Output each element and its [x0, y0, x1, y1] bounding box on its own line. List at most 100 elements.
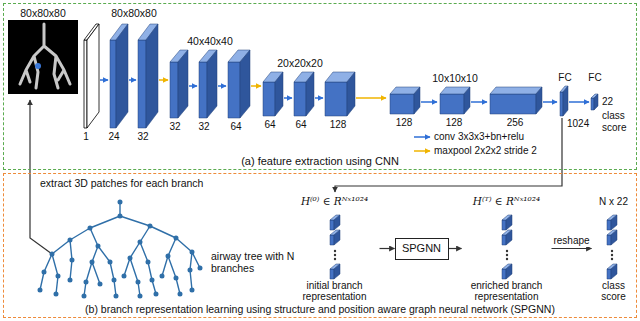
conv-block: [263, 82, 275, 116]
conv-block: [146, 24, 158, 128]
node-label: enriched branch representation: [462, 280, 552, 302]
vector-stack: [506, 250, 508, 252]
channel-number: 256: [507, 117, 524, 129]
connector-arrow: [380, 248, 395, 249]
conv-arrow: [471, 101, 487, 103]
fc-layer: [560, 92, 563, 116]
channel-number: 32: [169, 121, 180, 133]
process-box: SPGNN: [395, 238, 449, 260]
conv-arrow: [100, 79, 108, 81]
airway-tree: [40, 202, 200, 296]
conv-block: [306, 72, 314, 116]
channel-number: 32: [137, 131, 148, 143]
panel-caption: (a) feature extraction using CNN: [241, 155, 399, 169]
vector-stack: [334, 254, 336, 256]
conv-block: [390, 94, 414, 114]
legend-arrow: [414, 150, 430, 152]
conv-arrow: [569, 101, 589, 103]
tree-label: airway tree with N branches: [211, 250, 295, 274]
size-label: 80x80x80: [20, 7, 66, 19]
ct-patch-image: [35, 63, 41, 69]
conv-block: [178, 50, 188, 118]
fc-layer: [563, 86, 568, 116]
conv-arrow: [129, 79, 136, 81]
input-slab: [84, 24, 99, 128]
conv-block: [110, 24, 542, 128]
ct-patch-image: [20, 24, 70, 88]
conv-block: [414, 87, 420, 114]
dimension-label: 22: [602, 96, 613, 108]
conv-block: [536, 87, 542, 114]
vector-stack: [502, 264, 512, 279]
conv-block: [347, 72, 355, 116]
vector-stack: [330, 215, 617, 279]
channel-number: 32: [198, 121, 209, 133]
output-label: class score: [602, 110, 636, 133]
fc-layer: [560, 86, 598, 116]
conv-block: [490, 87, 542, 94]
node-label: initial branch representation: [290, 280, 380, 302]
conv-arrow: [218, 85, 226, 87]
conv-block: [294, 82, 306, 116]
cnn-panel: (a) feature extraction using CNN: [3, 3, 637, 170]
size-label: 80x80x80: [111, 7, 157, 19]
vector-stack: [330, 230, 340, 245]
gnn-panel: (b) branch representation learning using…: [3, 173, 637, 318]
conv-block: [440, 94, 464, 114]
ct-patch-image: [8, 20, 78, 94]
class-stack: N x 22 class score: [592, 196, 636, 302]
step-note: extract 3D patches for each branch: [40, 177, 203, 189]
panel-caption: (b) branch representation learning using…: [85, 304, 555, 317]
conv-block: [116, 24, 128, 128]
conv-block: [207, 50, 217, 118]
layer-name: FC: [558, 72, 571, 84]
conv-block: [228, 62, 240, 118]
maxpool-arrow: [159, 79, 168, 81]
conv-arrow: [189, 85, 197, 87]
input-slab: [87, 24, 99, 128]
formula: H⁽ᵀ⁾ ∈ Rᴺˣ¹⁰²⁴: [473, 196, 540, 208]
dimension-label: 1024: [567, 118, 589, 130]
connector-arrow: [552, 248, 592, 249]
legend-arrow: [414, 136, 430, 138]
vector-stack: [607, 215, 617, 230]
fc-layer: [591, 98, 594, 110]
size-label: 20x20x20: [277, 57, 323, 69]
conv-block: [138, 40, 146, 128]
maxpool-arrow: [356, 97, 386, 99]
vector-stack: [611, 250, 613, 252]
input-slab: [84, 40, 87, 128]
conv-block: [240, 50, 250, 118]
conv-arrow: [543, 101, 557, 103]
node-label: SPGNN: [402, 242, 441, 254]
vector-stack: [330, 264, 340, 279]
vector-stack: [607, 264, 617, 279]
layer-name: FC: [588, 72, 601, 84]
legend-text: maxpool 2x2x2 stride 2: [434, 145, 537, 157]
vector-stack: [506, 254, 508, 256]
channel-number: 64: [230, 121, 241, 133]
node-label: N x 22: [599, 196, 628, 207]
channel-number: 128: [446, 117, 463, 129]
conv-block: [275, 72, 283, 116]
vector-stack: [502, 215, 512, 230]
size-label: 10x10x10: [432, 72, 478, 84]
vector-stack: [506, 258, 508, 260]
maxpool-arrow: [251, 85, 261, 87]
branch-stack: H⁽⁰⁾ ∈ Rᴺˣ¹⁰²⁴initial branch representat…: [290, 196, 380, 302]
channel-number: 24: [108, 131, 119, 143]
channel-number: 64: [264, 119, 275, 131]
fc-layer: [594, 94, 598, 110]
channel-number: 128: [396, 117, 413, 129]
legend-text: conv 3x3x3+bn+relu: [434, 131, 524, 143]
maxpool-arrow: [159, 80, 386, 98]
conv-arrow: [421, 101, 437, 103]
channel-number: 1: [83, 131, 89, 143]
conv-block: [325, 82, 347, 116]
conv-arrow: [284, 97, 292, 99]
airway-tree: [40, 202, 200, 296]
node-label: class score: [592, 280, 636, 302]
branch-stack: H⁽ᵀ⁾ ∈ Rᴺˣ¹⁰²⁴ enriched branch representa…: [462, 196, 552, 302]
conv-block: [490, 94, 536, 114]
airway-tree: [40, 202, 200, 296]
